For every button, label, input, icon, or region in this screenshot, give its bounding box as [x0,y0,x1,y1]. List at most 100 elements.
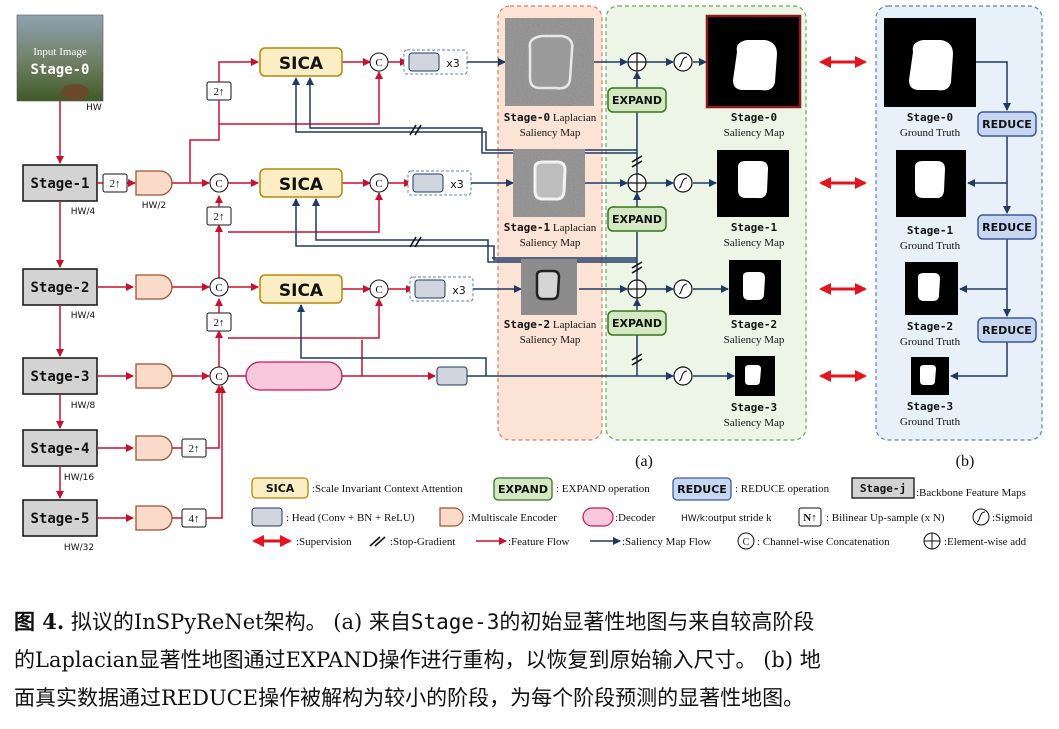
reduce-block: REDUCE [977,317,1037,343]
svg-text::Sigmoid: :Sigmoid [992,512,1033,524]
svg-text:: Channel-wise Concatenation: : Channel-wise Concatenation [757,536,890,548]
sica-block: SICA [259,168,343,198]
upsample-box: 2↑ [102,173,128,193]
svg-text:2↑: 2↑ [189,443,200,455]
svg-text:x3: x3 [450,178,464,191]
svg-text::Decoder: :Decoder [615,512,656,524]
svg-text:C: C [743,537,750,548]
svg-text:Stage-1: Stage-1 [30,176,89,192]
svg-text:SICA: SICA [279,281,324,301]
svg-text:Stage-2: Stage-2 [30,280,89,296]
svg-text:Ground Truth: Ground Truth [900,240,961,252]
saliency-map-0 [705,14,802,109]
backbone-stage-1: Stage-1 [22,164,98,202]
sica-block: SICA [259,274,343,304]
svg-text:REDUCE: REDUCE [982,324,1032,337]
laplacian-label-0: Stage-0 Laplacian [504,111,597,124]
svg-text:: EXPAND operation: : EXPAND operation [556,483,650,495]
upsample-box: 2↑ [206,81,232,101]
upsample-box: 2↑ [206,312,232,332]
svg-text:EXPAND: EXPAND [612,94,662,107]
svg-text:C: C [375,178,382,190]
svg-text:2↑: 2↑ [214,86,225,98]
svg-text:2↑: 2↑ [214,317,225,329]
expand-block: EXPAND [607,206,667,232]
svg-text:Saliency Map: Saliency Map [520,237,581,249]
expand-block: EXPAND [607,87,667,113]
stride-label: HW/4 [71,311,96,321]
svg-text::Element-wise add: :Element-wise add [944,536,1027,548]
svg-text:Saliency Map: Saliency Map [724,237,785,249]
svg-text:x3: x3 [446,57,460,70]
panel-b-label: (b) [956,453,975,470]
figure-caption: 图 4. 拟议的InSPyReNet架构。 (a) 来自Stage-3的初始显著… [14,603,1050,717]
svg-text:SICA: SICA [279,175,324,195]
svg-text:Stage-5: Stage-5 [30,511,89,527]
svg-text:Stage-2: Stage-2 [907,320,953,333]
ground-truth-0 [884,18,976,107]
ground-truth-1 [896,150,966,217]
stride-label: HW/2 [142,201,166,211]
svg-text::Supervision: :Supervision [296,536,352,548]
caption-line-3: 面真实数据通过REDUCE操作被解构为较小的阶段，为每个阶段预测的显著性地图。 [14,686,805,710]
svg-text:C: C [215,282,222,294]
upsample-box: 4↑ [181,508,207,528]
laplacian-label-1: Stage-1 Laplacian [504,221,597,234]
svg-text:EXPAND: EXPAND [612,213,662,226]
svg-text:Ground Truth: Ground Truth [900,127,961,139]
svg-text::Stop-Gradient: :Stop-Gradient [390,536,455,548]
svg-text:Ground Truth: Ground Truth [900,416,961,428]
svg-text::Feature Flow: :Feature Flow [508,536,569,548]
svg-text::output stride k: :output stride k [705,512,772,524]
svg-text:HW/k: HW/k [681,514,706,524]
laplacian-map-2 [521,259,577,315]
svg-text::Saliency Map Flow: :Saliency Map Flow [622,536,711,548]
svg-text:Saliency Map: Saliency Map [520,334,581,346]
laplacian-map-0 [505,18,594,106]
svg-text:4↑: 4↑ [189,513,200,525]
stride-label: HW [86,103,102,113]
svg-text:Saliency Map: Saliency Map [724,334,785,346]
svg-text:Stage-3: Stage-3 [30,369,89,385]
svg-text:: Bilinear Up-sample (x N): : Bilinear Up-sample (x N) [826,512,945,524]
backbone-stage-5: Stage-5 [22,499,98,537]
upsample-box: 2↑ [181,438,207,458]
svg-text:REDUCE: REDUCE [982,118,1032,131]
stage0-label: Stage-0 [30,62,89,78]
svg-text:EXPAND: EXPAND [612,317,662,330]
svg-text:2↑: 2↑ [110,178,121,190]
concat-node [209,52,389,386]
head [436,366,468,386]
svg-text:Stage-0: Stage-0 [731,111,777,124]
sigmoid-node [673,52,693,386]
head-x3: x3 [407,170,472,196]
decoder-block [245,361,343,391]
svg-text:Ground Truth: Ground Truth [900,336,961,348]
stride-label: HW/16 [64,473,94,483]
svg-text::Multiscale Encoder: :Multiscale Encoder [468,512,557,524]
stride-label: HW/8 [71,401,96,411]
panel-a-label: (a) [635,453,653,470]
svg-text:REDUCE: REDUCE [677,483,727,496]
svg-text:REDUCE: REDUCE [982,221,1032,234]
svg-text:C: C [215,178,222,190]
stride-label: HW/32 [64,543,94,553]
backbone-stage-3: Stage-3 [22,357,98,395]
svg-text:C: C [375,284,382,296]
svg-text:Saliency Map: Saliency Map [724,127,785,139]
reduce-block: REDUCE [977,111,1037,137]
sica-block: SICA [259,47,343,77]
backbone-stage-2: Stage-2 [22,268,98,306]
ground-truth-3 [911,357,949,395]
upsample-box: 2↑ [206,206,232,226]
svg-text:N↑: N↑ [803,512,816,524]
svg-text:: Head (Conv + BN + ReLU): : Head (Conv + BN + ReLU) [286,512,415,524]
svg-text:x3: x3 [452,284,466,297]
reduce-block: REDUCE [977,214,1037,240]
svg-text:Stage-4: Stage-4 [30,441,89,457]
input-image: Input Image Stage-0 [16,14,104,102]
svg-text::Scale Invariant Context Atten: :Scale Invariant Context Attention [312,483,463,495]
laplacian-map-1 [513,149,585,217]
svg-text:SICA: SICA [279,54,324,74]
input-image-label: Input Image [33,46,87,58]
